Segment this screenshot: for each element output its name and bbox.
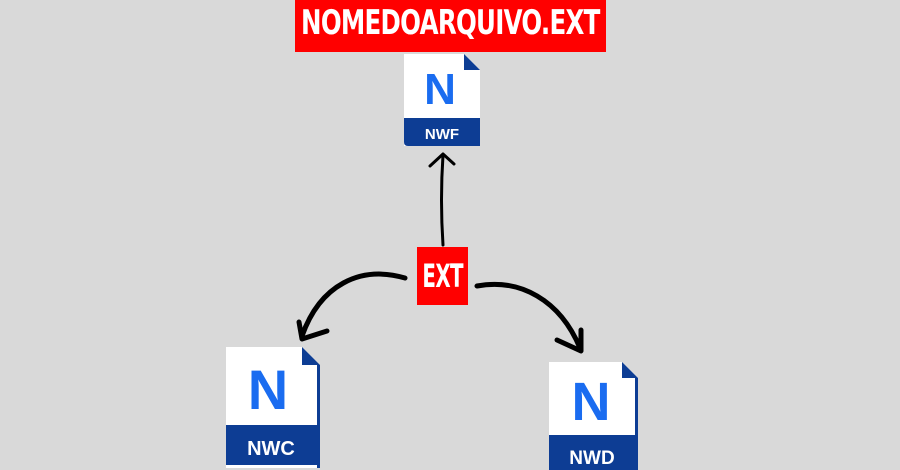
file-letter: N xyxy=(424,65,456,114)
file-ext-label: NWC xyxy=(247,438,295,460)
center-label-text: EXT xyxy=(422,257,463,295)
center-extension-label: EXT xyxy=(417,247,468,305)
file-icon-nwf: N NWF xyxy=(404,54,480,146)
title-banner: NOMEDOARQUIVO.EXT xyxy=(295,0,606,52)
file-icon-nwc: N NWC xyxy=(226,347,320,468)
arrow-left-icon xyxy=(296,271,408,342)
file-letter: N xyxy=(572,372,611,432)
file-ext-label: NWD xyxy=(569,448,614,469)
arrow-up-icon xyxy=(428,152,456,247)
file-letter: N xyxy=(248,358,288,421)
arrow-right-icon xyxy=(474,281,584,354)
file-ext-label: NWF xyxy=(425,126,459,143)
file-icon-nwd: N NWD xyxy=(549,362,638,470)
title-text: NOMEDOARQUIVO.EXT xyxy=(301,3,600,43)
